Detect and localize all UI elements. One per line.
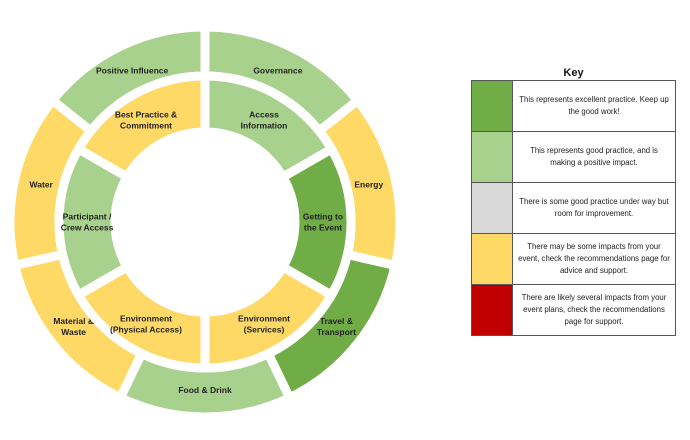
key-legend: Key This represents excellent practice. … xyxy=(471,66,676,336)
outer-segment-label: Food & Drink xyxy=(178,385,232,395)
outer-segment-label: Material &Waste xyxy=(53,316,94,337)
outer-segment-label: Governance xyxy=(253,66,302,76)
inner-segment-label: Environment(Physical Access) xyxy=(110,314,182,335)
outer-segment-label: Travel &Transport xyxy=(317,316,356,337)
inner-segment-label: Best Practice &Commitment xyxy=(115,109,177,130)
key-description: There are likely several impacts from yo… xyxy=(521,293,667,326)
key-description: There is some good practice under way bu… xyxy=(519,197,669,218)
key-swatch xyxy=(472,285,513,335)
key-description: This represents good practice, and is ma… xyxy=(530,146,658,167)
outer-segment-label: Positive Influence xyxy=(96,66,169,76)
key-swatch xyxy=(472,132,513,182)
key-description: This represents excellent practice. Keep… xyxy=(519,95,669,116)
key-swatch xyxy=(472,81,513,131)
inner-segment-shape xyxy=(200,71,338,184)
key-row-some: There is some good practice under way bu… xyxy=(472,182,675,233)
key-table: This represents excellent practice. Keep… xyxy=(471,80,676,336)
inner-segment-label: Environment(Services) xyxy=(238,314,290,335)
key-title: Key xyxy=(563,67,584,79)
inner-segment-label: Participant /Crew Access xyxy=(61,212,114,233)
outer-segment-label: Water xyxy=(30,180,54,190)
key-description: There may be some impacts from your even… xyxy=(518,242,670,275)
key-row-several: There are likely several impacts from yo… xyxy=(472,284,675,335)
key-swatch xyxy=(472,234,513,284)
key-row-impacts: There may be some impacts from your even… xyxy=(472,233,675,284)
key-row-good: This represents good practice, and is ma… xyxy=(472,131,675,182)
key-row-excellent: This represents excellent practice. Keep… xyxy=(472,81,675,131)
key-swatch xyxy=(472,183,513,233)
outer-segment-label: Energy xyxy=(354,180,383,190)
